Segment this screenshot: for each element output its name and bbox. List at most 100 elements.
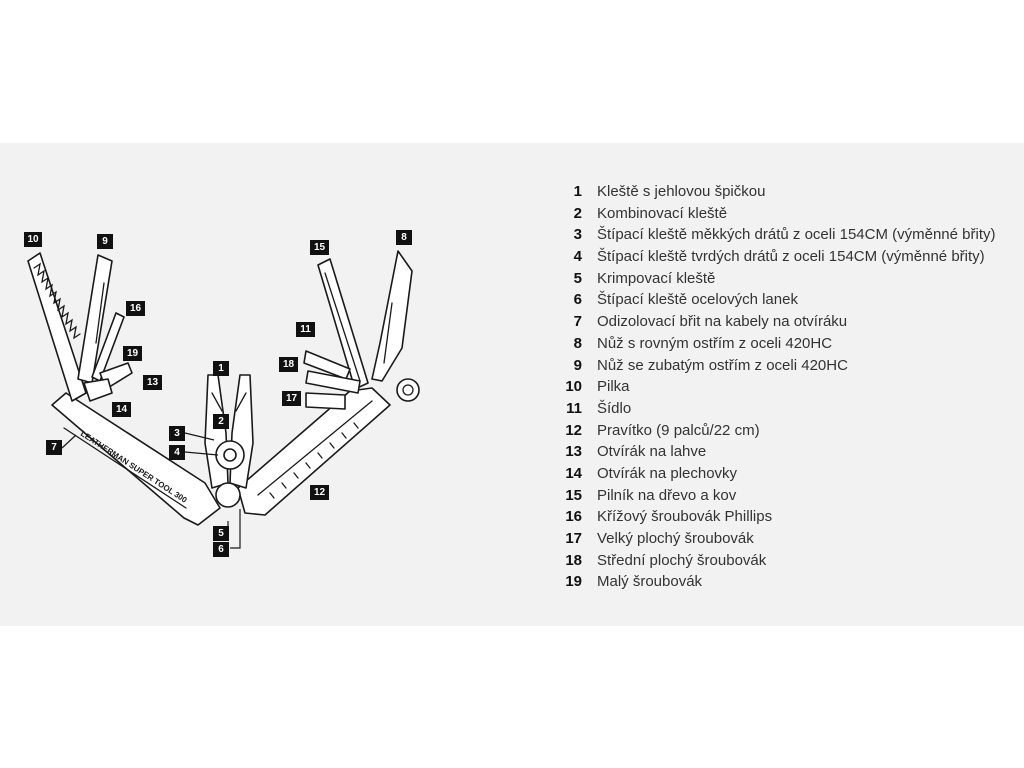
legend-item: 1 Kleště s jehlovou špičkou bbox=[560, 183, 995, 205]
legend-item: 3 Štípací kleště měkkých drátů z oceli 15… bbox=[560, 226, 996, 248]
leader-7 bbox=[61, 434, 77, 449]
callout-5: 5 bbox=[213, 526, 229, 541]
legend-number: 4 bbox=[573, 248, 582, 266]
callout-2: 2 bbox=[213, 414, 229, 429]
legend-item: 14 Otvírák na plechovky bbox=[560, 465, 995, 487]
legend-item: 4 Štípací kleště tvrdých drátů z oceli 15… bbox=[560, 248, 995, 270]
legend-label: Otvírák na plechovky bbox=[597, 464, 738, 482]
legend-label: Křížový šroubovák Phillips bbox=[597, 508, 773, 526]
saw-blade bbox=[27, 252, 87, 402]
leader-6 bbox=[230, 509, 241, 549]
legend-number: 13 bbox=[565, 443, 582, 461]
legend-number: 19 bbox=[565, 573, 582, 591]
legend-number: 16 bbox=[565, 508, 582, 526]
multitool-diagram: LEATHERMAN SUPER TOOL 300 bbox=[24, 230, 420, 557]
callout-10: 10 bbox=[24, 232, 42, 247]
legend-label: Odizolovací břit na kabely na otvíráku bbox=[597, 313, 848, 331]
callout-16: 16 bbox=[126, 301, 145, 316]
svg-text:15: 15 bbox=[314, 242, 326, 253]
legend-item: 8 Nůž s rovným ostřím z oceli 420HC bbox=[560, 335, 995, 357]
callout-11: 11 bbox=[296, 322, 315, 337]
svg-text:3: 3 bbox=[174, 428, 180, 439]
opener-tools bbox=[83, 362, 133, 402]
legend-label: Kleště s jehlovou špičkou bbox=[597, 183, 766, 200]
legend-label: Kombinovací kleště bbox=[597, 204, 728, 222]
svg-text:4: 4 bbox=[174, 447, 180, 458]
leader-4 bbox=[184, 451, 219, 456]
legend-number: 3 bbox=[573, 226, 582, 244]
legend-item: 6 Štípací kleště ocelových lanek bbox=[560, 291, 995, 313]
callout-18: 18 bbox=[279, 357, 298, 372]
legend-label: Střední plochý šroubovák bbox=[597, 551, 767, 569]
legend-number: 6 bbox=[573, 291, 582, 309]
legend-item: 15 Pilník na dřevo a kov bbox=[560, 487, 995, 509]
callout-13: 13 bbox=[143, 375, 162, 390]
svg-text:5: 5 bbox=[218, 528, 224, 539]
legend-number: 11 bbox=[566, 399, 582, 417]
legend-number: 7 bbox=[573, 313, 582, 331]
legend-item: 12 Pravítko (9 palců/22 cm) bbox=[560, 422, 995, 444]
legend-item: 7 Odizolovací břit na kabely na otvíráku bbox=[560, 313, 995, 335]
legend-number: 10 bbox=[565, 378, 582, 396]
awl-and-drivers bbox=[303, 350, 420, 410]
straight-knife bbox=[371, 250, 413, 382]
callout-15: 15 bbox=[310, 240, 329, 255]
callout-7: 7 bbox=[46, 440, 62, 455]
legend-label: Štípací kleště tvrdých drátů z oceli 154… bbox=[597, 248, 985, 266]
leader-3 bbox=[184, 432, 215, 441]
callout-3: 3 bbox=[169, 426, 185, 441]
callout-9: 9 bbox=[97, 234, 113, 249]
callout-12: 12 bbox=[310, 485, 329, 500]
legend-item: 17 Velký plochý šroubovák bbox=[560, 530, 995, 552]
legend-label: Nůž s rovným ostřím z oceli 420HC bbox=[597, 334, 833, 352]
callout-1: 1 bbox=[213, 361, 229, 376]
file-tool bbox=[317, 258, 369, 390]
svg-text:18: 18 bbox=[283, 359, 295, 370]
legend-item: 13 Otvírák na lahve bbox=[560, 443, 995, 465]
pliers-head bbox=[204, 374, 254, 508]
legend-label: Pravítko (9 palců/22 cm) bbox=[597, 421, 760, 439]
legend-number: 1 bbox=[573, 183, 582, 200]
legend-item: 10 Pilka bbox=[560, 378, 995, 400]
legend-label: Otvírák na lahve bbox=[597, 443, 707, 461]
svg-text:16: 16 bbox=[130, 303, 142, 314]
svg-text:8: 8 bbox=[401, 232, 407, 243]
svg-text:6: 6 bbox=[218, 544, 224, 555]
legend-label: Velký plochý šroubovák bbox=[597, 530, 754, 547]
right-handle bbox=[237, 387, 391, 516]
legend-number: 12 bbox=[565, 421, 582, 439]
legend-label: Pilník na dřevo a kov bbox=[597, 486, 737, 504]
callout-14: 14 bbox=[112, 402, 131, 417]
svg-text:11: 11 bbox=[300, 324, 311, 335]
svg-text:7: 7 bbox=[51, 442, 57, 453]
legend-number: 17 bbox=[565, 530, 582, 547]
callout-4: 4 bbox=[169, 445, 185, 460]
content-band: LEATHERMAN SUPER TOOL 300 bbox=[0, 143, 1024, 626]
svg-text:10: 10 bbox=[27, 234, 39, 245]
callout-17: 17 bbox=[282, 391, 301, 406]
svg-text:2: 2 bbox=[218, 416, 224, 427]
legend-number: 14 bbox=[565, 464, 582, 482]
legend-label: Pilka bbox=[597, 378, 630, 396]
legend-label: Šídlo bbox=[597, 399, 632, 417]
legend-number: 8 bbox=[573, 334, 582, 352]
svg-text:1: 1 bbox=[218, 363, 224, 374]
svg-text:13: 13 bbox=[147, 377, 159, 388]
legend-label: Malý šroubovák bbox=[597, 573, 703, 591]
svg-text:14: 14 bbox=[116, 404, 128, 415]
svg-text:19: 19 bbox=[127, 348, 139, 359]
legend-label: Štípací kleště ocelových lanek bbox=[597, 291, 798, 309]
legend-item: 19 Malý šroubovák bbox=[560, 573, 995, 595]
svg-text:12: 12 bbox=[314, 487, 326, 498]
svg-text:9: 9 bbox=[102, 236, 108, 247]
legend-label: Štípací kleště měkkých drátů z oceli 154… bbox=[597, 226, 996, 244]
callout-6: 6 bbox=[213, 542, 229, 557]
callout-8: 8 bbox=[396, 230, 412, 245]
callout-19: 19 bbox=[123, 346, 142, 361]
legend-number: 15 bbox=[565, 486, 582, 504]
